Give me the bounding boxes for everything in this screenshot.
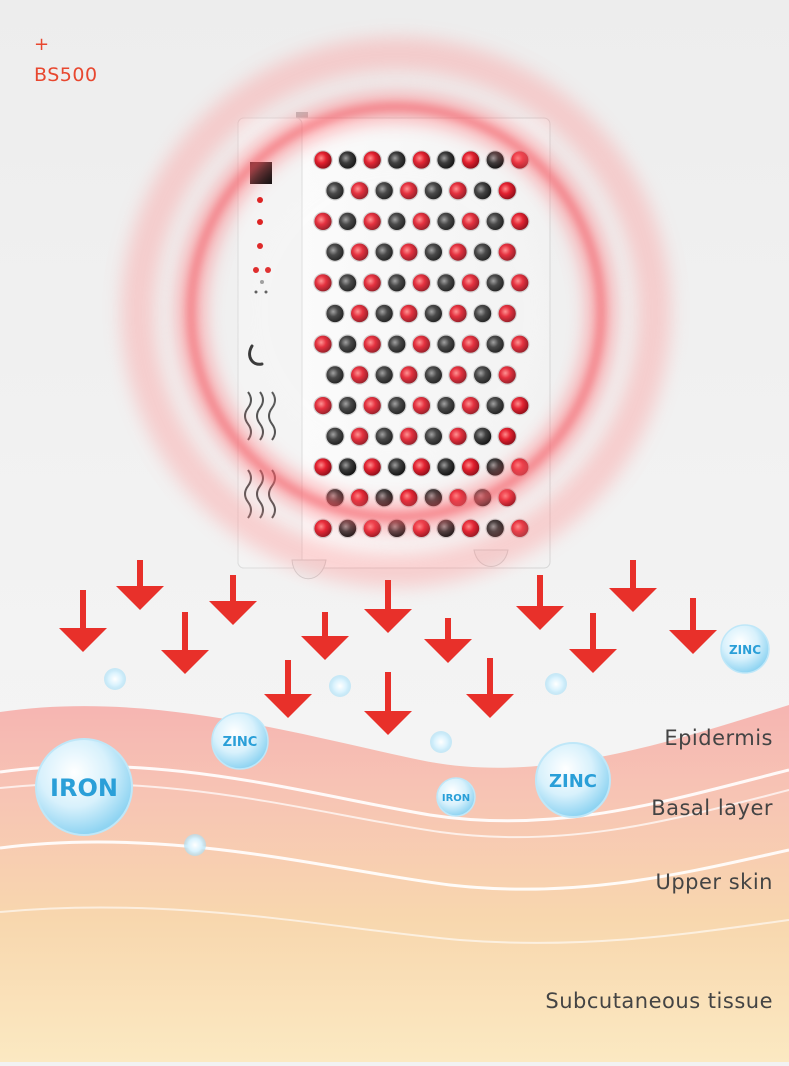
led-red [313, 457, 333, 477]
light-arrow [466, 658, 514, 718]
led-gray [337, 457, 358, 477]
layer-label-basal: Basal layer [651, 796, 773, 820]
zinc-label-a: ZINC [223, 735, 258, 750]
layer-divider [0, 906, 789, 944]
led-red [460, 518, 481, 539]
led-gray [485, 150, 505, 170]
mineral-dot [329, 675, 351, 697]
layer-label-epidermis: Epidermis [664, 726, 773, 750]
mineral-dot [545, 673, 567, 695]
layer-divider [0, 764, 789, 823]
light-arrow [116, 560, 164, 610]
led-gray [436, 457, 456, 477]
led-red [313, 518, 333, 539]
iron-bubble-large: IRON [35, 738, 133, 836]
light-arrow [301, 612, 349, 660]
zinc-bubble-a: ZINC [211, 712, 269, 770]
light-arrow [209, 575, 257, 625]
glow-rings [121, 37, 671, 587]
layer-label-upper: Upper skin [655, 870, 773, 894]
led-gray [337, 150, 358, 170]
light-arrow [59, 590, 107, 652]
light-arrow [264, 660, 312, 718]
glow-dots [104, 668, 567, 856]
led-red [460, 457, 481, 477]
light-arrow [609, 560, 657, 612]
layer-divider [0, 840, 789, 891]
light-arrow [569, 613, 617, 673]
zinc-bubble-c: ZINC [720, 624, 770, 674]
iron-bubble-small: IRON [436, 777, 476, 817]
light-arrow [161, 612, 209, 674]
zinc-label-b: ZINC [549, 771, 597, 792]
iron-label-small: IRON [442, 793, 470, 804]
light-arrow [364, 580, 412, 633]
mineral-bubbles: IRON IRON ZINC ZINC ZINC [35, 624, 770, 836]
led-red [497, 426, 517, 447]
light-arrow [424, 618, 472, 663]
light-arrow [669, 598, 717, 654]
mineral-dot [430, 731, 452, 753]
iron-label-large: IRON [50, 774, 118, 802]
zinc-bubble-b: ZINC [535, 742, 611, 818]
layer-label-subcutaneous: Subcutaneous tissue [545, 989, 773, 1013]
brand-plus: + [34, 34, 50, 55]
layer-divider [0, 782, 789, 839]
led-gray [436, 150, 456, 170]
led-red [460, 150, 481, 170]
light-arrow [364, 672, 412, 735]
light-arrows [59, 560, 717, 735]
brand-model: BS500 [34, 64, 98, 86]
light-arrow [516, 575, 564, 630]
led-red [497, 180, 517, 201]
led-red [313, 150, 333, 170]
mineral-dot [104, 668, 126, 690]
zinc-label-c: ZINC [729, 643, 761, 657]
mineral-dot [184, 834, 206, 856]
